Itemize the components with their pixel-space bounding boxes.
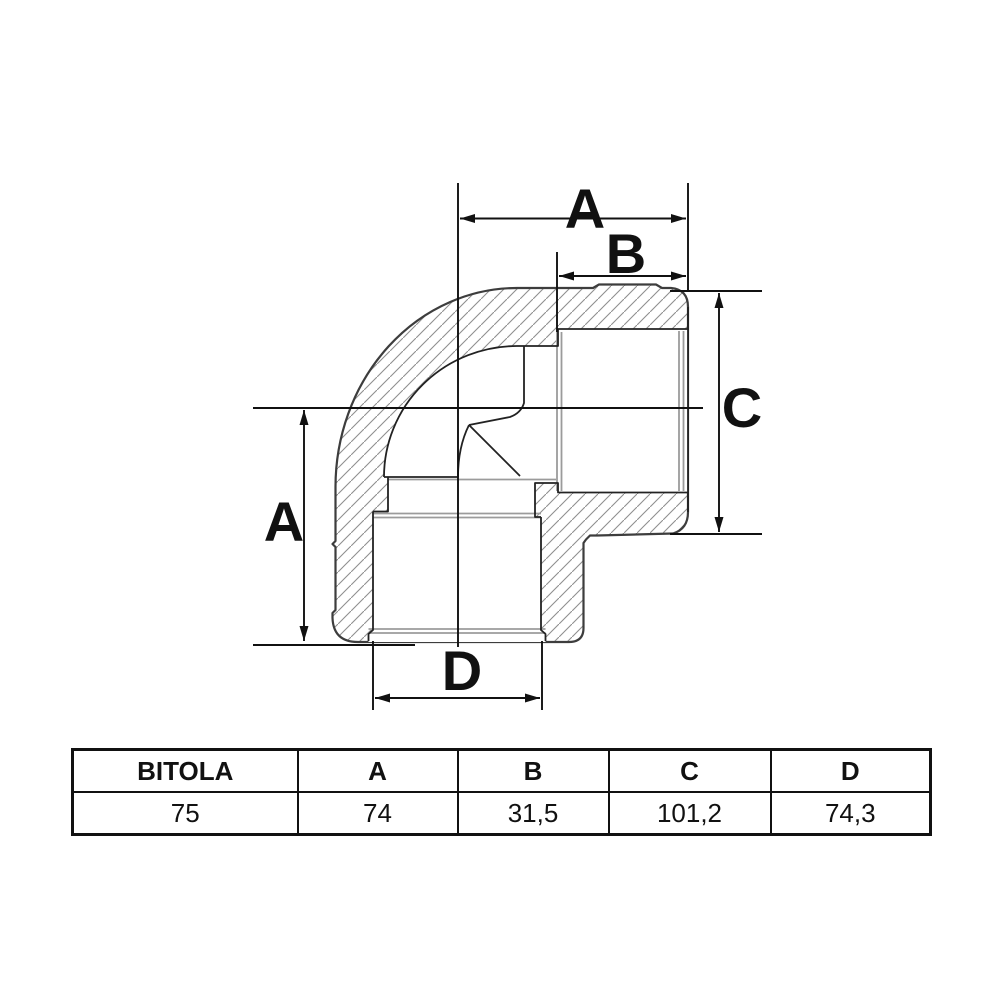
dim-label-b: B	[606, 222, 646, 285]
table-value-c: 101,2	[607, 791, 772, 836]
spec-table-data-row: 75 74 31,5 101,2 74,3	[71, 791, 932, 836]
dim-label-c: C	[722, 376, 762, 439]
fitting-body	[331, 283, 690, 644]
table-header-bitola: BITOLA	[71, 748, 299, 793]
inner-edges	[367, 307, 689, 641]
table-value-d: 74,3	[769, 791, 932, 836]
arrowhead-left	[559, 271, 574, 281]
arrowhead-down	[714, 517, 724, 532]
arrowhead-left	[460, 214, 475, 223]
table-value-b: 31,5	[456, 791, 610, 836]
spec-table: BITOLA A B C D 75 74 31,5 101,2 74,3	[71, 748, 932, 836]
dimension-a-top: A	[460, 177, 689, 291]
table-value-bitola: 75	[71, 791, 299, 836]
dimension-c: C	[670, 290, 762, 535]
arrowhead-up	[714, 293, 724, 308]
thread-rings	[368, 331, 685, 634]
arrowhead-right	[671, 271, 686, 281]
dimension-a-left: A	[253, 410, 415, 646]
dim-label-a-left: A	[264, 490, 304, 553]
dim-label-d: D	[442, 639, 482, 702]
table-header-b: B	[456, 748, 610, 793]
arrowhead-down	[299, 626, 309, 641]
centerlines	[253, 183, 703, 647]
arrowhead-right	[671, 214, 686, 223]
table-value-a: 74	[296, 791, 459, 836]
spec-table-header-row: BITOLA A B C D	[71, 748, 932, 793]
dimension-d: D	[372, 639, 543, 710]
arrowhead-right	[525, 693, 540, 703]
arrowhead-left	[375, 693, 390, 703]
dim-label-a-top: A	[565, 177, 605, 240]
table-header-a: A	[296, 748, 459, 793]
table-header-c: C	[607, 748, 772, 793]
dimension-b: B	[556, 222, 686, 332]
arrowhead-up	[299, 410, 309, 425]
table-header-d: D	[769, 748, 932, 793]
